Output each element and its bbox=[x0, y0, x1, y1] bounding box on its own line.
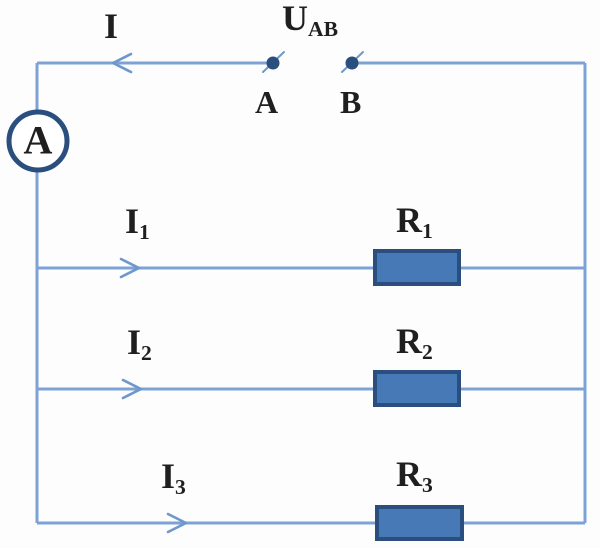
current-arrow-left-icon bbox=[111, 52, 133, 74]
branch1-current-arrow-icon bbox=[119, 257, 141, 279]
branch1-resistor-label: R1 bbox=[396, 202, 433, 243]
branch3-current-sub: 3 bbox=[175, 475, 186, 500]
terminal-a-dot bbox=[266, 56, 280, 70]
branch3-current-arrow-icon bbox=[166, 512, 188, 534]
ammeter-text: A bbox=[23, 117, 53, 163]
ammeter-label: A bbox=[24, 120, 53, 160]
branch3-resistor-label: R3 bbox=[396, 456, 433, 497]
branch2-resistor-sub: 2 bbox=[422, 340, 433, 365]
branch1-current-main: I bbox=[125, 201, 140, 241]
terminal-a-label: A bbox=[255, 86, 278, 118]
branch2-current-arrow-icon bbox=[121, 378, 143, 400]
terminal-b-label: B bbox=[340, 86, 361, 118]
total-current-text: I bbox=[104, 6, 119, 46]
terminal-a-text: A bbox=[255, 84, 279, 120]
total-current-label: I bbox=[104, 8, 118, 44]
branch2-resistor-label: R2 bbox=[396, 323, 433, 364]
branch1-current-label: I1 bbox=[125, 203, 150, 244]
branch2-resistor-main: R bbox=[396, 321, 422, 361]
voltage-uab-label: UAB bbox=[282, 0, 338, 41]
branch2-current-label: I2 bbox=[127, 324, 152, 365]
branch3-current-label: I3 bbox=[161, 458, 186, 499]
branch1-resistor-sub: 1 bbox=[422, 219, 433, 244]
branch3-current-main: I bbox=[161, 456, 176, 496]
resistor-r1 bbox=[373, 249, 461, 286]
branch2-current-sub: 2 bbox=[141, 341, 152, 366]
branch3-resistor-sub: 3 bbox=[422, 473, 433, 498]
branch1-current-sub: 1 bbox=[139, 220, 150, 245]
ammeter-circle bbox=[6, 109, 70, 173]
voltage-main-text: U bbox=[282, 0, 308, 38]
branch2-current-main: I bbox=[127, 322, 142, 362]
branch1-resistor-main: R bbox=[396, 200, 422, 240]
terminal-b-dot bbox=[345, 56, 359, 70]
terminal-b-text: B bbox=[340, 84, 362, 120]
voltage-sub-text: AB bbox=[308, 17, 338, 42]
resistor-r2 bbox=[373, 370, 461, 407]
resistor-r3 bbox=[375, 505, 464, 541]
branch3-resistor-main: R bbox=[396, 454, 422, 494]
